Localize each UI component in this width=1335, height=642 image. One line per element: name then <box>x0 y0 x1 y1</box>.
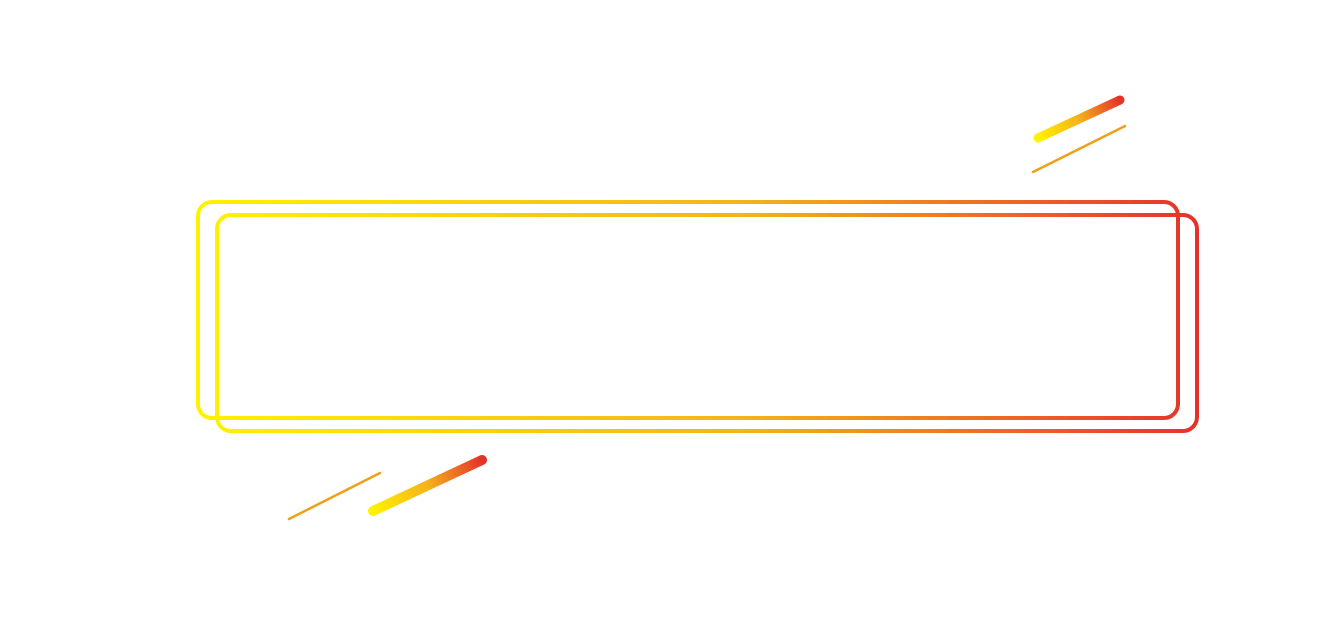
front-frame <box>215 213 1199 433</box>
bottom-left-line <box>287 471 382 521</box>
top-right-streak <box>1033 95 1125 143</box>
bottom-left-streak <box>368 455 487 516</box>
top-right-line <box>1031 124 1127 174</box>
back-frame <box>196 200 1180 420</box>
